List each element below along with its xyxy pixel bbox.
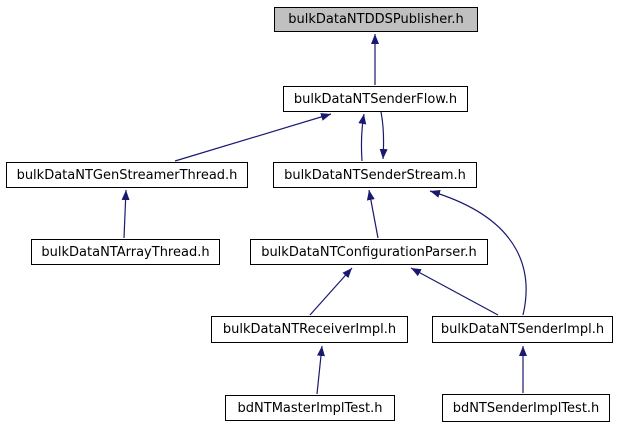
graph-node-sender-impl[interactable]: bulkDataNTSenderImpl.h — [432, 316, 613, 343]
graph-node-array-thread[interactable]: bulkDataNTArrayThread.h — [31, 239, 220, 265]
graph-node-master-impl-test[interactable]: bdNTMasterImplTest.h — [225, 395, 395, 421]
edge-receiver-impl-to-configuration-parser — [309, 267, 353, 316]
edge-array-thread-to-gen-streamer-thread — [121, 189, 130, 239]
edge-master-impl-test-to-receiver-impl — [316, 345, 325, 395]
graph-node-gen-streamer-thread[interactable]: bulkDataNTGenStreamerThread.h — [6, 162, 248, 188]
graph-node-sender-stream[interactable]: bulkDataNTSenderStream.h — [273, 162, 477, 188]
graph-node-sender-flow[interactable]: bulkDataNTSenderFlow.h — [283, 86, 468, 112]
edge-gen-streamer-thread-to-sender-flow — [174, 113, 332, 162]
edge-configuration-parser-to-sender-stream — [366, 189, 379, 239]
graph-node-receiver-impl[interactable]: bulkDataNTReceiverImpl.h — [211, 316, 408, 343]
edge-sender-impl-to-sender-stream — [429, 190, 527, 316]
edge-sender-impl-to-configuration-parser — [410, 267, 499, 316]
graph-node-dds-publisher: bulkDataNTDDSPublisher.h — [274, 7, 478, 32]
edge-group — [121, 34, 527, 395]
edge-sender-stream-to-sender-flow — [358, 113, 367, 162]
edge-sender-flow-to-sender-stream — [379, 111, 388, 160]
graph-node-sender-impl-test[interactable]: bdNTSenderImplTest.h — [442, 394, 610, 422]
graph-node-configuration-parser[interactable]: bulkDataNTConfigurationParser.h — [250, 239, 488, 265]
